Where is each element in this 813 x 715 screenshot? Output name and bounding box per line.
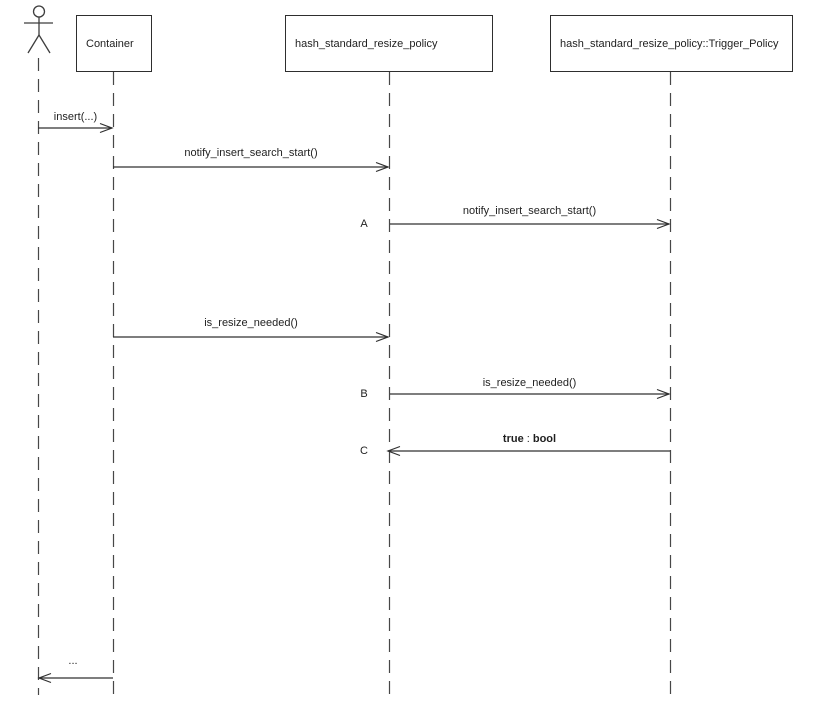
marker-b: B	[360, 388, 368, 400]
arrow-notify-insert-search-start-1	[113, 161, 390, 173]
arrow-is-resize-needed-2	[390, 388, 671, 400]
return-value: true	[502, 433, 524, 445]
marker-a: A	[360, 218, 368, 230]
participant-label: hash_standard_resize_policy::Trigger_Pol…	[560, 37, 779, 50]
participant-box-trigger-policy: hash_standard_resize_policy::Trigger_Pol…	[550, 15, 793, 72]
message-label-is-resize-needed-1: is_resize_needed()	[204, 317, 298, 329]
message-label-return-true-bool: true : bool	[389, 432, 670, 446]
message-label-notify-insert-search-start-2: notify_insert_search_start()	[462, 205, 597, 217]
actor-icon	[24, 5, 53, 54]
message-label-notify-insert-search-start-1: notify_insert_search_start()	[184, 147, 318, 159]
arrow-return-true-bool	[386, 445, 670, 457]
message-label-insert: insert(...)	[53, 111, 98, 123]
return-type: bool	[532, 433, 557, 445]
arrow-is-resize-needed-1	[113, 331, 390, 343]
participant-label: hash_standard_resize_policy	[295, 37, 438, 50]
arrow-insert	[38, 122, 114, 134]
marker-c: C	[360, 445, 368, 457]
actor-left-leg	[27, 34, 40, 54]
participant-box-hash-standard-resize-policy: hash_standard_resize_policy	[285, 15, 493, 72]
message-label-is-resize-needed-2: is_resize_needed()	[482, 377, 577, 389]
actor-right-leg	[38, 34, 51, 54]
arrow-return-dots	[37, 672, 113, 684]
message-label-return-dots: ...	[68, 655, 78, 667]
arrow-notify-insert-search-start-2	[390, 218, 671, 230]
participant-label: Container	[86, 37, 134, 50]
return-separator: :	[523, 433, 533, 445]
participant-box-container: Container	[76, 15, 152, 72]
actor-head	[32, 5, 46, 18]
